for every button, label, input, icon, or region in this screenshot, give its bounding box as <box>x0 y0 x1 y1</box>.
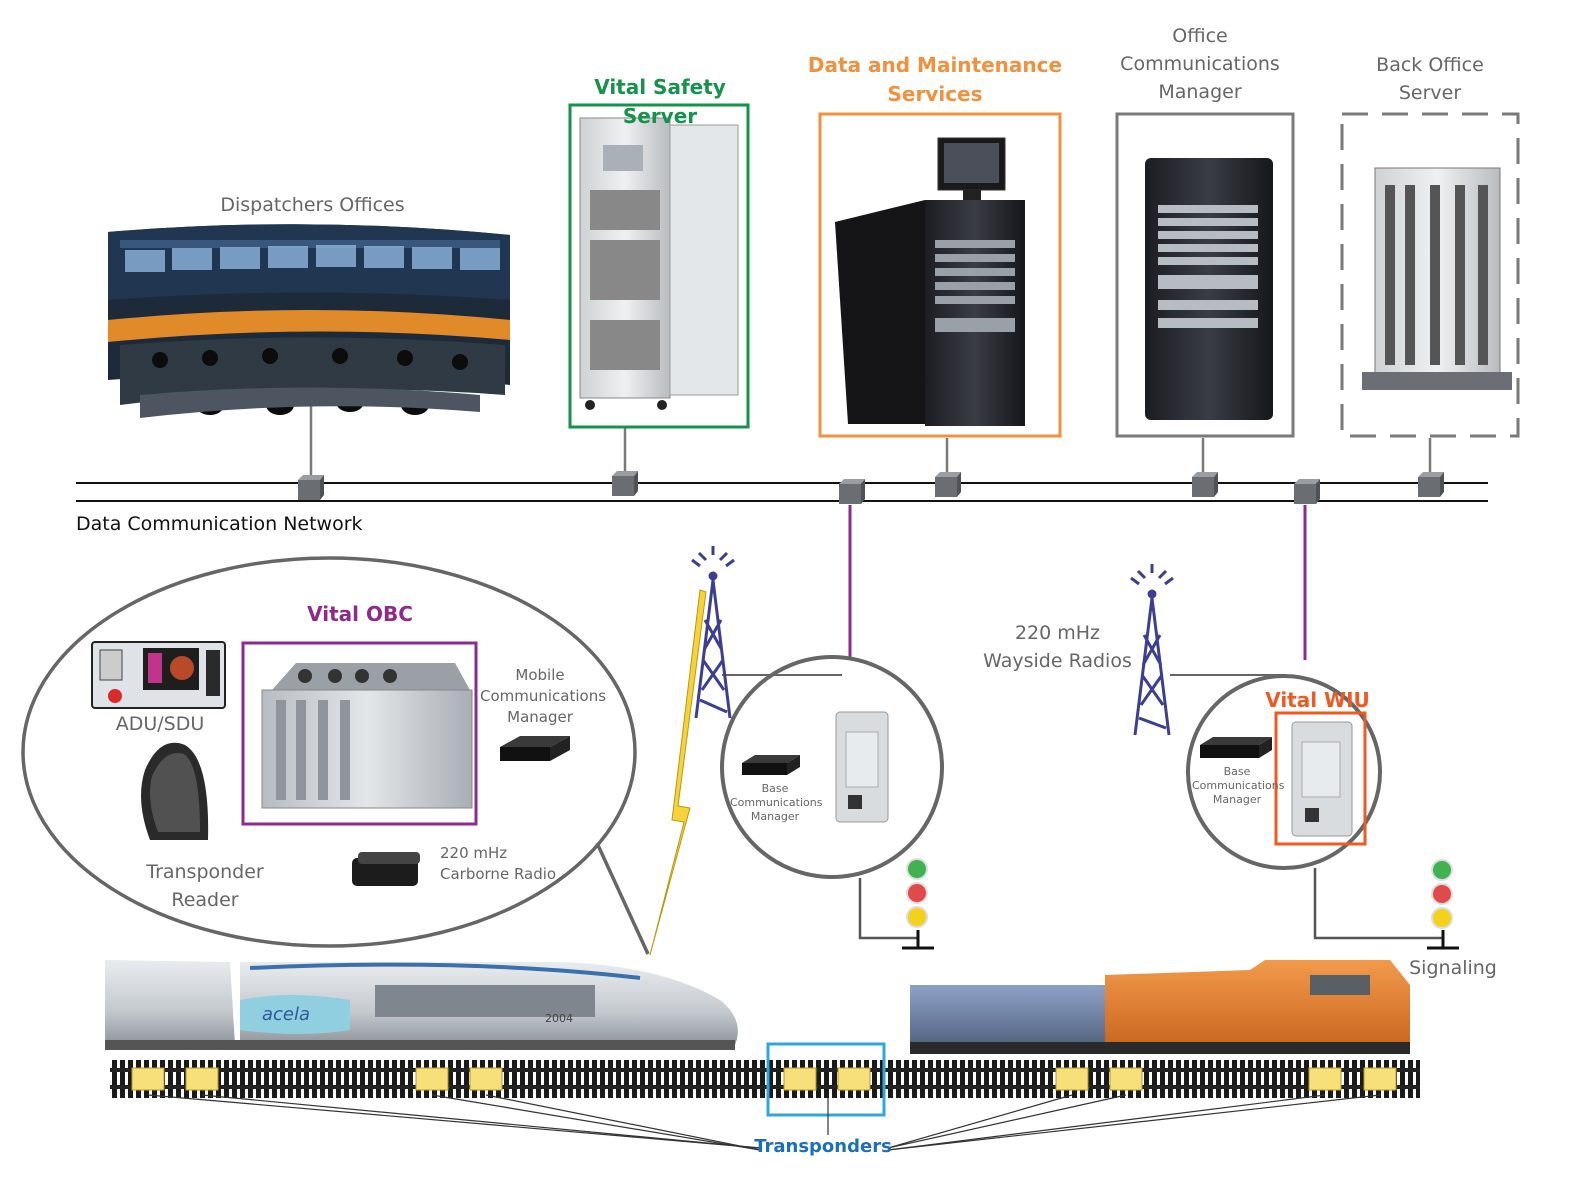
transponder-pads <box>131 1067 1397 1091</box>
network-drop-lines <box>309 405 1432 484</box>
transponder-pad <box>415 1067 449 1091</box>
transponder-reader-label: Transponder Reader <box>146 861 264 911</box>
transponder-pad <box>131 1067 165 1091</box>
data-maintenance-box <box>818 112 1062 438</box>
transponder-pad <box>185 1067 219 1091</box>
acela-logo: acela <box>262 1004 310 1025</box>
railway-track <box>110 1060 1420 1098</box>
switch-node-icon <box>612 471 638 496</box>
switch-node-icon <box>1192 472 1218 497</box>
onboard-equipment-bubble <box>21 556 650 955</box>
signaling-label: Signaling <box>1409 957 1497 979</box>
transponder-pad <box>783 1067 817 1091</box>
back-office-server-box <box>1340 112 1520 438</box>
transponder-pad <box>1055 1067 1089 1091</box>
transponder-highlight-box <box>766 1042 886 1117</box>
lightning-icon <box>649 589 707 956</box>
switch-node-icon <box>298 475 324 500</box>
base-station-bubble <box>720 655 944 879</box>
network-label: Data Communication Network <box>76 513 363 535</box>
signal-light-icon <box>858 858 934 950</box>
acela-train-image: acela 2004 <box>105 960 738 1050</box>
switch-node-icons <box>298 471 1444 504</box>
switch-node-icon <box>935 472 961 497</box>
transponder-pad <box>1308 1067 1342 1091</box>
dispatchers-offices-image <box>108 224 510 418</box>
data-communication-network <box>76 482 1488 502</box>
vital-safety-server-label: Vital Safety Server <box>594 75 726 128</box>
vital-safety-server-box <box>568 103 750 429</box>
transponder-pad <box>837 1067 871 1091</box>
tower-icon <box>691 546 735 719</box>
wayside-interface-bubble <box>1170 674 1382 870</box>
purple-link-lines <box>848 505 1307 665</box>
switch-node-icon <box>1418 472 1444 497</box>
transponder-pad <box>1109 1067 1143 1091</box>
transponders-label: Transponders <box>754 1136 892 1157</box>
adu-sdu-label: ADU/SDU <box>115 713 205 735</box>
vital-wiu-label: Vital WIU <box>1265 688 1370 712</box>
transponder-leader-lines <box>147 1094 1381 1151</box>
office-communications-manager-box <box>1115 112 1295 438</box>
tower-icon <box>1130 564 1174 736</box>
vital-obc-label: Vital OBC <box>307 602 413 626</box>
signal-light-icon <box>1313 859 1459 950</box>
transponder-pad <box>469 1067 503 1091</box>
transponder-pad <box>1363 1067 1397 1091</box>
dispatchers-offices-label: Dispatchers Offices <box>220 194 405 216</box>
switch-node-icon <box>1294 479 1320 504</box>
switch-node-icon <box>839 479 865 504</box>
freight-locomotive-image <box>910 960 1410 1054</box>
train-number: 2004 <box>545 1012 573 1025</box>
